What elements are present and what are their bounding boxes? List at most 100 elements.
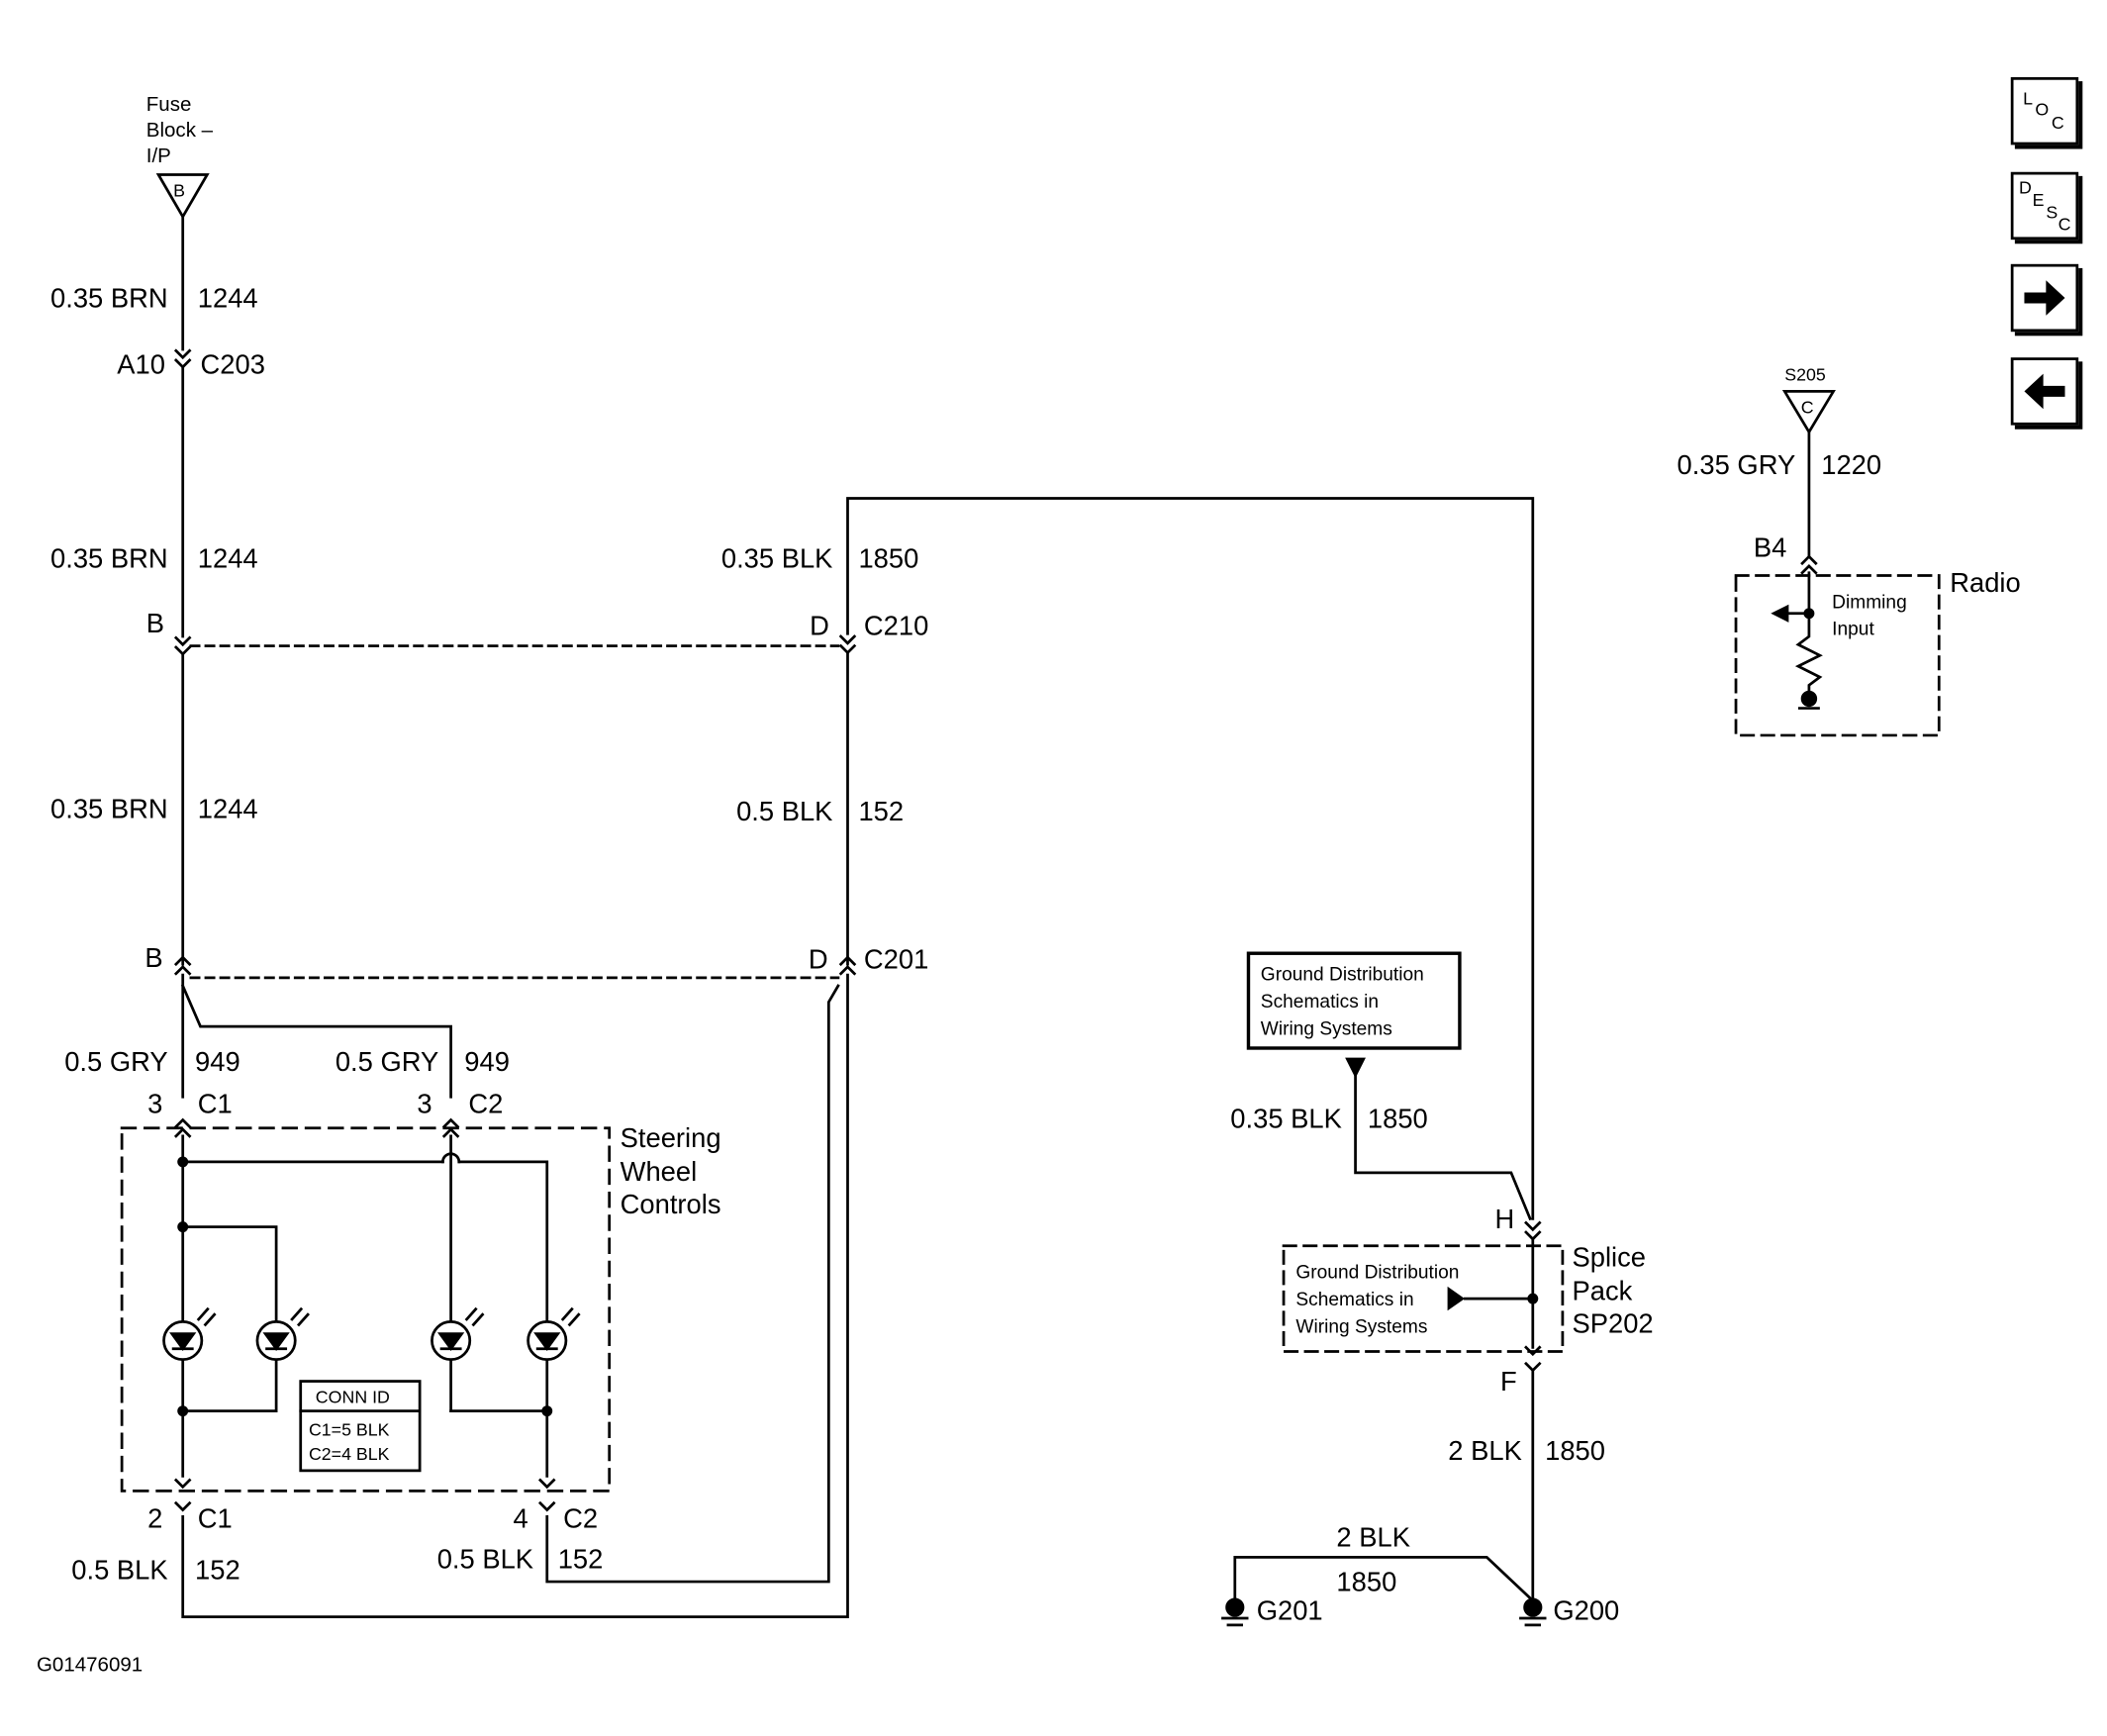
circuit-number: 152 bbox=[557, 1545, 604, 1576]
pin-label: 3 bbox=[417, 1090, 432, 1120]
c201-d-symbol-2 bbox=[838, 964, 857, 976]
wire-1850-g201 bbox=[1233, 1556, 1535, 1603]
circuit-number: 949 bbox=[195, 1047, 240, 1079]
junction-dot bbox=[541, 1405, 553, 1417]
pin-label: H bbox=[1494, 1205, 1515, 1235]
pin-label: 3 bbox=[147, 1090, 163, 1120]
c1-bottom-symbol bbox=[173, 1478, 192, 1490]
junction-dot bbox=[1803, 608, 1815, 620]
connector-label: C201 bbox=[863, 945, 929, 976]
c2-top-symbol bbox=[441, 1117, 460, 1129]
splice-ref-arrow-icon bbox=[1447, 1286, 1466, 1311]
splice-label-2: Pack bbox=[1572, 1277, 1633, 1307]
ground-ref-box bbox=[1246, 951, 1462, 1050]
dimming-label-2: Input bbox=[1832, 617, 1874, 639]
wire-label: 0.5 BLK bbox=[736, 797, 833, 827]
connector-label: C1 bbox=[197, 1504, 233, 1535]
led-icon bbox=[255, 1306, 310, 1362]
connector-label: C210 bbox=[863, 612, 929, 642]
b4-symbol-2 bbox=[1800, 563, 1818, 575]
steering-label-3: Controls bbox=[620, 1190, 721, 1220]
wire-label: 0.35 BLK bbox=[1230, 1105, 1342, 1135]
ground-ref-line-3: Wiring Systems bbox=[1260, 1016, 1392, 1039]
g201-ground-icon bbox=[1225, 1597, 1245, 1617]
s205-terminal-triangle bbox=[1781, 390, 1836, 435]
wire-1850-ground bbox=[1354, 1063, 1532, 1221]
wire-label: 0.35 BRN bbox=[50, 284, 168, 315]
junction-dot bbox=[177, 1405, 189, 1417]
steering-label-2: Wheel bbox=[620, 1157, 698, 1188]
circuit-number: 152 bbox=[195, 1556, 240, 1587]
conn-id-line-1: C1=5 BLK bbox=[308, 1418, 390, 1440]
ground-label: G201 bbox=[1256, 1596, 1323, 1627]
splice-h-symbol bbox=[1524, 1220, 1542, 1232]
prev-button[interactable] bbox=[2010, 357, 2079, 426]
c1-bottom-symbol-2 bbox=[173, 1500, 192, 1512]
wire-949-c2 bbox=[180, 984, 452, 1099]
wire-label: 0.5 GRY bbox=[335, 1047, 439, 1079]
steering-box bbox=[120, 1126, 612, 1493]
wire-label: 2 BLK bbox=[1336, 1523, 1410, 1554]
pin-label: B bbox=[144, 943, 163, 974]
pin-label: F bbox=[1499, 1367, 1517, 1398]
circuit-number: 949 bbox=[464, 1047, 510, 1079]
led-icon bbox=[527, 1306, 581, 1362]
splice-pack-box bbox=[1282, 1244, 1565, 1353]
next-button[interactable] bbox=[2010, 263, 2079, 333]
junction-dot bbox=[1527, 1293, 1539, 1304]
c203-connector-symbol bbox=[173, 348, 192, 360]
wire-label: 0.5 BLK bbox=[71, 1556, 168, 1587]
circuit-number: 152 bbox=[858, 797, 905, 827]
wire-label: 0.35 BLK bbox=[720, 544, 833, 575]
splice-ref-line-3: Wiring Systems bbox=[1295, 1314, 1428, 1337]
connector-label: C2 bbox=[468, 1090, 504, 1120]
splice-f-symbol bbox=[1524, 1345, 1542, 1357]
dimming-label-1: Dimming bbox=[1832, 590, 1907, 613]
fuse-terminal-label: B bbox=[173, 179, 185, 201]
wire-152-return-c1 bbox=[181, 973, 849, 1618]
circuit-number: 1220 bbox=[1821, 450, 1882, 481]
fuse-terminal-triangle bbox=[155, 173, 210, 220]
junction-dot bbox=[177, 1156, 189, 1168]
arrow-right-icon bbox=[2024, 280, 2065, 316]
splice-s205-label: S205 bbox=[1784, 364, 1826, 385]
c201-b-symbol-2 bbox=[173, 964, 192, 976]
radio-label: Radio bbox=[1950, 568, 2021, 599]
radio-box bbox=[1734, 574, 1941, 737]
connector-label: C2 bbox=[563, 1504, 599, 1535]
pin-label: B bbox=[145, 609, 165, 639]
conn-id-line-2: C2=4 BLK bbox=[308, 1443, 390, 1465]
wire-label: 2 BLK bbox=[1448, 1436, 1522, 1467]
pin-label: A10 bbox=[117, 350, 165, 381]
conn-id-box bbox=[299, 1380, 422, 1473]
circuit-number: 1244 bbox=[197, 544, 258, 575]
circuit-number: 1850 bbox=[858, 544, 919, 575]
ground-ref-line-1: Ground Distribution bbox=[1260, 962, 1424, 985]
wire-1850-top bbox=[846, 497, 1535, 1220]
wire-label: 0.35 GRY bbox=[1676, 450, 1796, 481]
sw-led-branch-1 bbox=[181, 1225, 278, 1413]
splice-label-1: Splice bbox=[1572, 1243, 1647, 1274]
fuse-block-label-1: Fuse bbox=[145, 93, 192, 117]
circuit-number: 1850 bbox=[1367, 1105, 1428, 1135]
fuse-block-label-3: I/P bbox=[145, 145, 171, 168]
splice-ref-line-2: Schematics in bbox=[1295, 1288, 1414, 1310]
arrow-left-icon bbox=[2024, 373, 2065, 410]
circuit-number: 1850 bbox=[1336, 1568, 1397, 1598]
c2-bottom-symbol bbox=[537, 1478, 556, 1490]
c201-b-symbol bbox=[173, 955, 192, 967]
dimming-resistor bbox=[1794, 571, 1823, 701]
ground-ref-line-2: Schematics in bbox=[1260, 990, 1380, 1013]
conn-id-title: CONN ID bbox=[315, 1387, 390, 1407]
wire-label: 0.35 BRN bbox=[50, 544, 168, 575]
splice-label-3: SP202 bbox=[1572, 1309, 1654, 1340]
wire-152-return-c2 bbox=[545, 984, 840, 1584]
c210-b-symbol bbox=[173, 635, 192, 647]
ground-label: G200 bbox=[1553, 1596, 1620, 1627]
pin-label: 4 bbox=[513, 1504, 528, 1535]
